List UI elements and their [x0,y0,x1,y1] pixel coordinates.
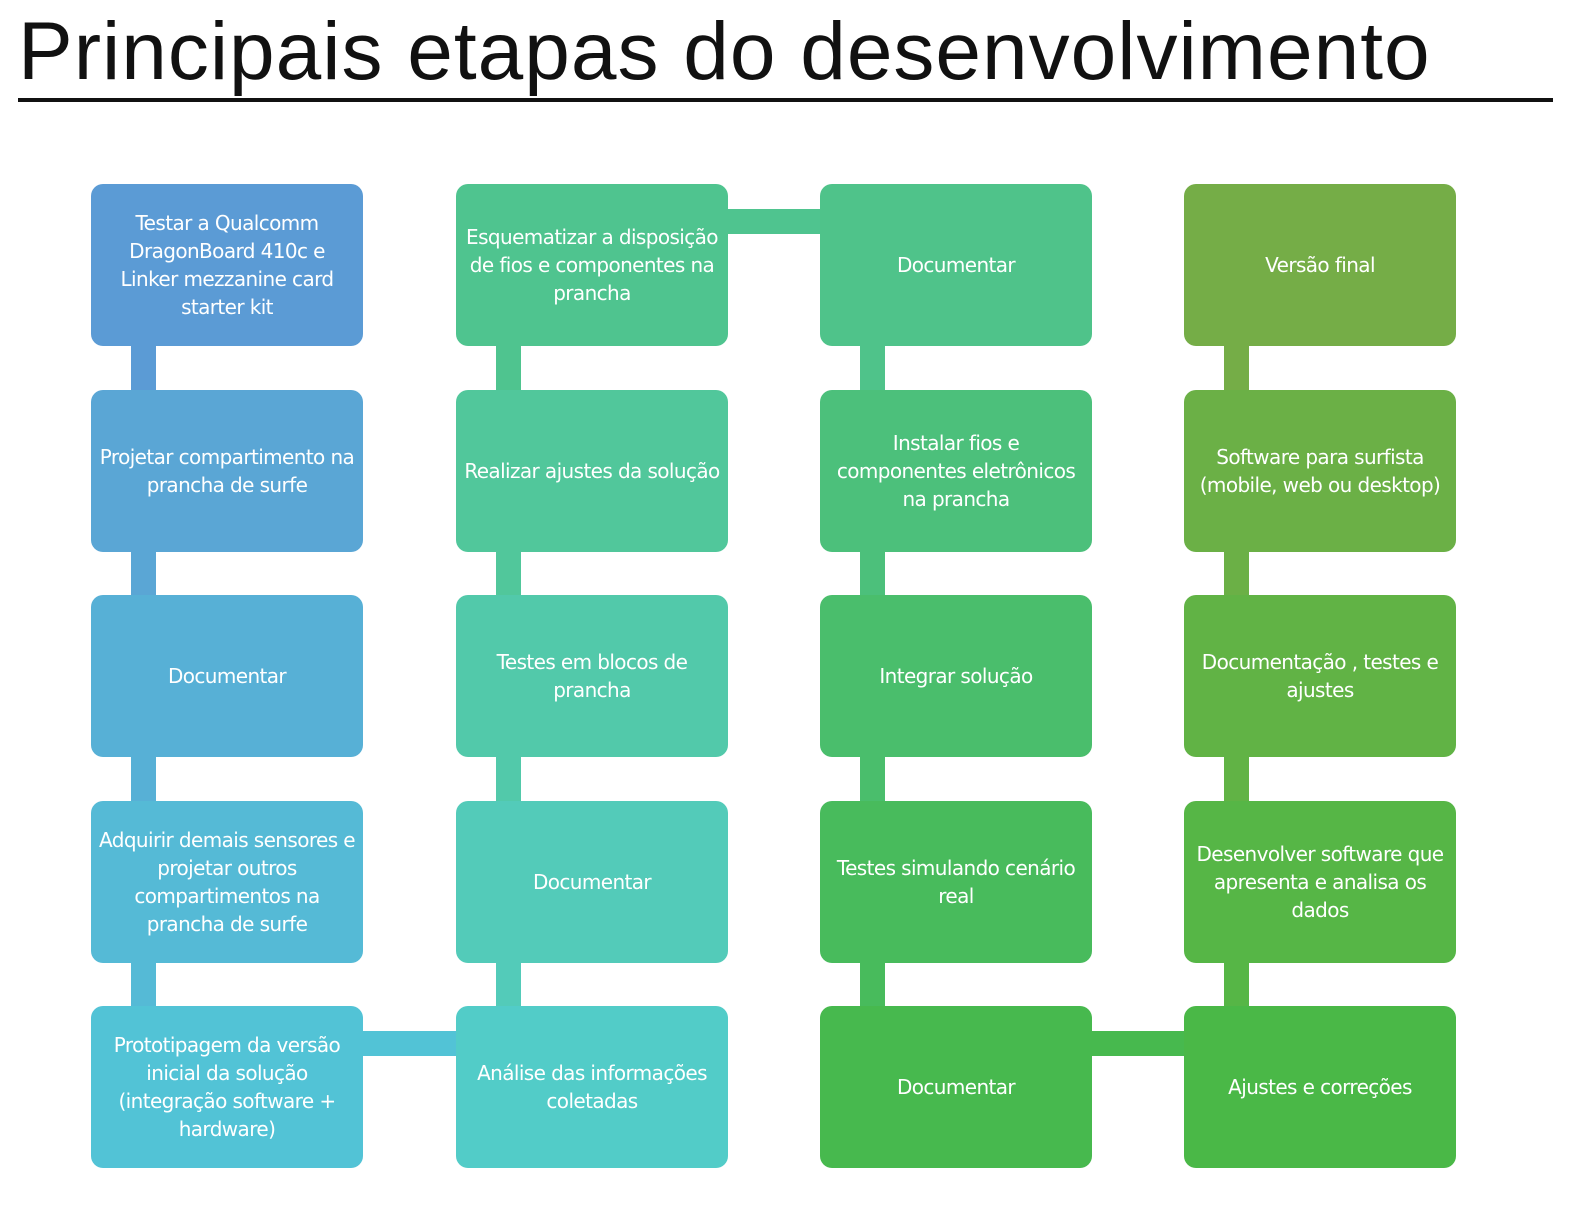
vertical-connector [496,550,521,597]
vertical-connector [496,755,521,803]
vertical-connector [131,344,156,392]
step-box: Documentar [820,184,1092,346]
vertical-connector [496,344,521,392]
step-box: Documentação , testes e ajustes [1184,595,1456,757]
step-box: Testar a Qualcomm DragonBoard 410c e Lin… [91,184,363,346]
vertical-connector [860,961,885,1008]
vertical-connector [1224,961,1249,1008]
vertical-connector [131,755,156,803]
step-box: Prototipagem da versão inicial da soluçã… [91,1006,363,1168]
step-box: Projetar compartimento na prancha de sur… [91,390,363,552]
vertical-connector [496,961,521,1008]
step-box: Documentar [91,595,363,757]
step-box: Documentar [456,801,728,963]
step-box: Ajustes e correções [1184,1006,1456,1168]
step-box: Testes em blocos de prancha [456,595,728,757]
title-underline [18,98,1553,102]
vertical-connector [131,961,156,1008]
step-box: Documentar [820,1006,1092,1168]
step-box: Instalar fios e componentes eletrônicos … [820,390,1092,552]
vertical-connector [860,344,885,392]
step-box: Software para surfista (mobile, web ou d… [1184,390,1456,552]
vertical-connector [1224,550,1249,597]
step-box: Versão final [1184,184,1456,346]
step-box: Realizar ajustes da solução [456,390,728,552]
step-box: Análise das informações coletadas [456,1006,728,1168]
vertical-connector [1224,755,1249,803]
horizontal-connector [363,1031,456,1056]
horizontal-connector [727,209,820,234]
step-box: Integrar solução [820,595,1092,757]
step-box: Desenvolver software que apresenta e ana… [1184,801,1456,963]
vertical-connector [131,550,156,597]
step-box: Testes simulando cenário real [820,801,1092,963]
vertical-connector [860,550,885,597]
step-box: Adquirir demais sensores e projetar outr… [91,801,363,963]
step-box: Esquematizar a disposição de fios e comp… [456,184,728,346]
page-title: Principais etapas do desenvolvimento [18,6,1431,97]
vertical-connector [860,755,885,803]
vertical-connector [1224,344,1249,392]
horizontal-connector [1090,1031,1184,1056]
